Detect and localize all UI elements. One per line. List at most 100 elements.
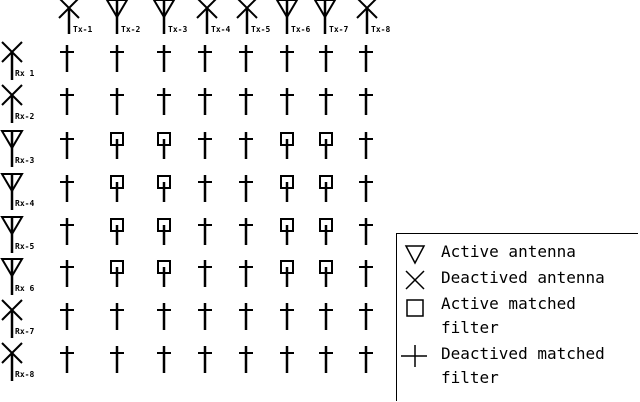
tx-antenna-label: Tx-8: [371, 25, 391, 34]
legend-item-deactived-filter: Deactived matched filter: [397, 342, 637, 392]
matched-filter-8-6-plus-icon: [280, 346, 294, 373]
matched-filter-7-7-plus-icon: [319, 303, 333, 330]
matched-filter-1-5-plus-icon: [239, 45, 253, 72]
matched-filter-1-4-plus-icon: [198, 45, 212, 72]
matched-filter-4-4-plus-icon: [198, 175, 212, 202]
matched-filter-1-6-plus-icon: [280, 45, 294, 72]
matched-filter-5-7-square-icon: [319, 218, 333, 245]
matched-filter-3-4-plus-icon: [198, 132, 212, 159]
tx-antenna-label: Tx-1: [73, 25, 93, 34]
matched-filter-5-1-plus-icon: [60, 218, 74, 245]
matched-filter-1-2-plus-icon: [110, 45, 124, 72]
matched-filter-4-3-square-icon: [157, 175, 171, 202]
tx-antenna-1-x-cross-icon: [58, 0, 80, 34]
matched-filter-8-4-plus-icon: [198, 346, 212, 373]
matched-filter-2-6-plus-icon: [280, 88, 294, 115]
tx-antenna-3-triangle-down-icon: [152, 0, 176, 34]
rx-antenna-3-triangle-down-icon: [0, 130, 24, 167]
matched-filter-6-4-plus-icon: [198, 260, 212, 287]
legend: Active antenna Deactived antenna Active …: [396, 233, 638, 401]
matched-filter-5-6-square-icon: [280, 218, 294, 245]
tx-antenna-label: Tx-2: [121, 25, 141, 34]
matched-filter-8-8-plus-icon: [359, 346, 373, 373]
rx-antenna-label: Rx-8: [15, 370, 35, 379]
matched-filter-6-8-plus-icon: [359, 260, 373, 287]
tx-antenna-2-triangle-down-icon: [105, 0, 129, 34]
tx-antenna-7-triangle-down-icon: [313, 0, 337, 34]
matched-filter-3-2-square-icon: [110, 132, 124, 159]
tx-antenna-6-triangle-down-icon: [275, 0, 299, 34]
matched-filter-2-2-plus-icon: [110, 88, 124, 115]
matched-filter-2-5-plus-icon: [239, 88, 253, 115]
rx-antenna-6-triangle-down-icon: [0, 258, 24, 295]
rx-antenna-label: Rx-3: [15, 156, 35, 165]
rx-antenna-7-x-cross-icon: [1, 299, 23, 338]
matched-filter-2-8-plus-icon: [359, 88, 373, 115]
matched-filter-3-6-square-icon: [280, 132, 294, 159]
matched-filter-8-3-plus-icon: [157, 346, 171, 373]
tx-antenna-label: Tx-4: [211, 25, 231, 34]
tx-antenna-label: Tx-6: [291, 25, 311, 34]
matched-filter-5-2-square-icon: [110, 218, 124, 245]
matched-filter-3-1-plus-icon: [60, 132, 74, 159]
matched-filter-1-7-plus-icon: [319, 45, 333, 72]
matched-filter-5-5-plus-icon: [239, 218, 253, 245]
matched-filter-1-3-plus-icon: [157, 45, 171, 72]
legend-item-active-filter: Active matched filter: [397, 292, 637, 342]
matched-filter-3-5-plus-icon: [239, 132, 253, 159]
tx-antenna-label: Tx-5: [251, 25, 271, 34]
matched-filter-4-2-square-icon: [110, 175, 124, 202]
matched-filter-8-5-plus-icon: [239, 346, 253, 373]
legend-item-active-antenna: Active antenna: [397, 240, 637, 266]
tx-antenna-label: Tx-3: [168, 25, 188, 34]
matched-filter-8-1-plus-icon: [60, 346, 74, 373]
legend-label: Active antenna: [441, 242, 576, 261]
x-cross-icon: [405, 270, 425, 290]
rx-antenna-label: Rx-2: [15, 112, 35, 121]
matched-filter-7-1-plus-icon: [60, 303, 74, 330]
rx-antenna-label: Rx 6: [15, 284, 35, 293]
tx-antenna-8-x-cross-icon: [356, 0, 378, 34]
tx-antenna-5-x-cross-icon: [236, 0, 258, 34]
rx-antenna-label: Rx-4: [15, 199, 35, 208]
matched-filter-5-4-plus-icon: [198, 218, 212, 245]
rx-antenna-label: Rx 1: [15, 69, 35, 78]
tx-antenna-label: Tx-7: [329, 25, 349, 34]
matched-filter-6-3-square-icon: [157, 260, 171, 287]
matched-filter-7-8-plus-icon: [359, 303, 373, 330]
matched-filter-5-8-plus-icon: [359, 218, 373, 245]
matched-filter-5-3-square-icon: [157, 218, 171, 245]
plus-icon: [401, 345, 427, 367]
matched-filter-2-4-plus-icon: [198, 88, 212, 115]
square-icon: [406, 299, 424, 317]
matched-filter-3-8-plus-icon: [359, 132, 373, 159]
legend-item-deactived-antenna: Deactived antenna: [397, 266, 637, 292]
rx-antenna-8-x-cross-icon: [1, 342, 23, 381]
matched-filter-4-6-square-icon: [280, 175, 294, 202]
rx-antenna-2-x-cross-icon: [1, 84, 23, 123]
matched-filter-1-1-plus-icon: [60, 45, 74, 72]
matched-filter-6-5-plus-icon: [239, 260, 253, 287]
matched-filter-4-7-square-icon: [319, 175, 333, 202]
matched-filter-2-7-plus-icon: [319, 88, 333, 115]
matched-filter-1-8-plus-icon: [359, 45, 373, 72]
matched-filter-3-7-square-icon: [319, 132, 333, 159]
matched-filter-3-3-square-icon: [157, 132, 171, 159]
matched-filter-7-6-plus-icon: [280, 303, 294, 330]
matched-filter-4-5-plus-icon: [239, 175, 253, 202]
matched-filter-7-4-plus-icon: [198, 303, 212, 330]
matched-filter-4-8-plus-icon: [359, 175, 373, 202]
legend-label: Deactived antenna: [441, 268, 605, 287]
rx-antenna-5-triangle-down-icon: [0, 216, 24, 253]
matched-filter-6-1-plus-icon: [60, 260, 74, 287]
tx-antenna-4-x-cross-icon: [196, 0, 218, 34]
matched-filter-4-1-plus-icon: [60, 175, 74, 202]
matched-filter-8-2-plus-icon: [110, 346, 124, 373]
rx-antenna-1-x-cross-icon: [1, 41, 23, 80]
matched-filter-8-7-plus-icon: [319, 346, 333, 373]
matched-filter-2-3-plus-icon: [157, 88, 171, 115]
legend-label: Active matched filter: [441, 294, 576, 337]
matched-filter-7-3-plus-icon: [157, 303, 171, 330]
